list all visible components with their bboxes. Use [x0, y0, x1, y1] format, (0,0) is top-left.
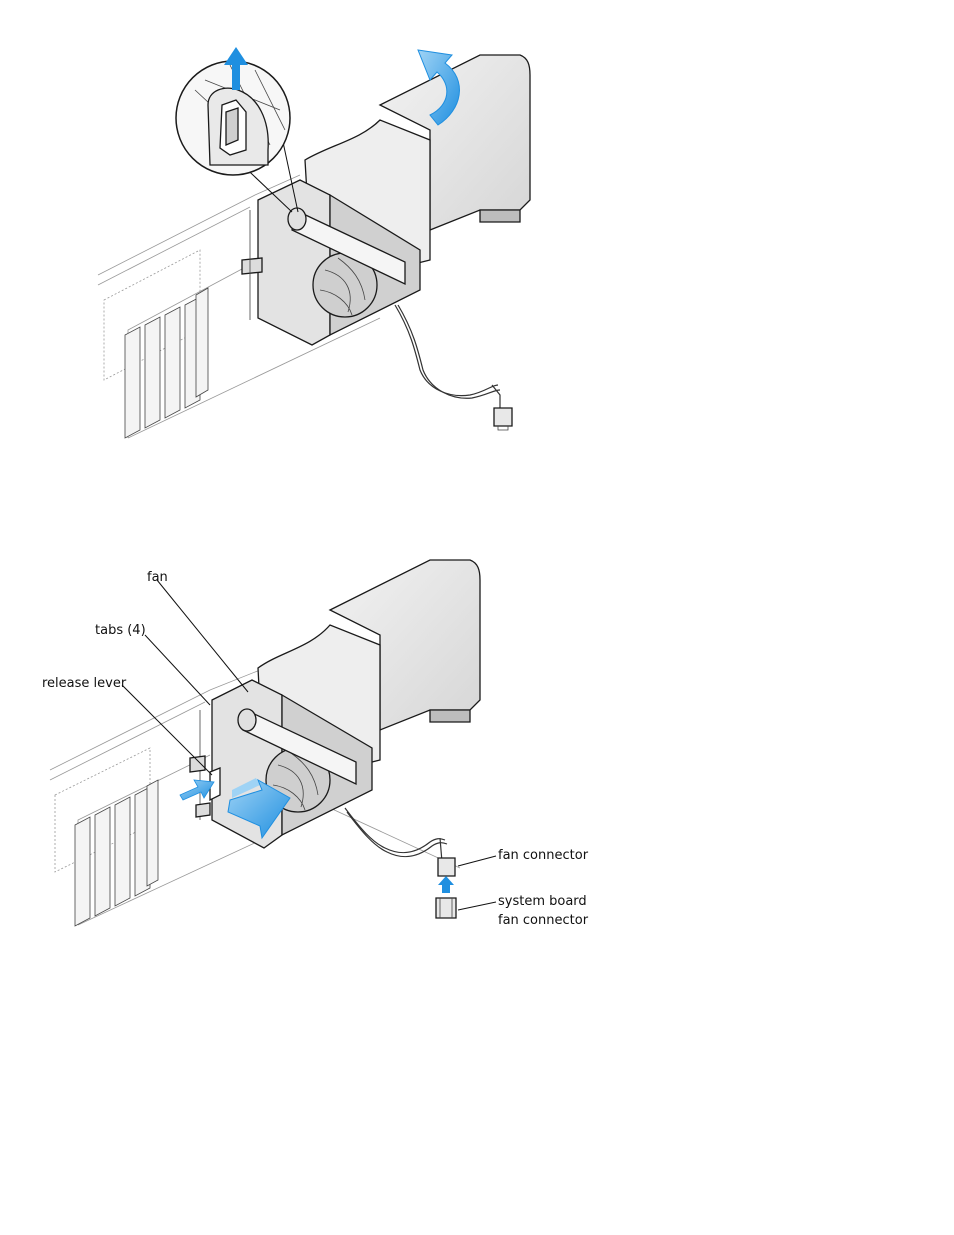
expansion-slots-top [124, 287, 209, 439]
connect-arrow-icon [438, 876, 454, 893]
expansion-slots-bottom [74, 779, 159, 927]
label-tabs: tabs (4) [95, 623, 146, 638]
slide-fan-arrow-icon [227, 778, 291, 840]
label-fan: fan [147, 570, 168, 585]
rotate-arrow-icon [417, 49, 460, 126]
fan-duct-top [241, 54, 531, 346]
lift-arrow-icon [224, 47, 248, 90]
label-fan-connector: fan connector [498, 848, 589, 863]
fan-cable-bottom [344, 807, 448, 863]
press-lever-arrow-icon [179, 779, 215, 801]
label-system-board-fan-connector: fan connector [498, 913, 589, 928]
figure-top [97, 47, 531, 439]
fan-cable-top [394, 304, 513, 431]
label-system-board: system board [498, 894, 587, 909]
callout-leaders [121, 579, 497, 911]
system-board-fan-connector [435, 897, 457, 919]
fan-connector [437, 857, 456, 877]
label-release-lever: release lever [42, 676, 127, 691]
release-tab-inset [175, 60, 299, 213]
figure-bottom: fan tabs (4) release lever fan connector… [42, 559, 589, 928]
